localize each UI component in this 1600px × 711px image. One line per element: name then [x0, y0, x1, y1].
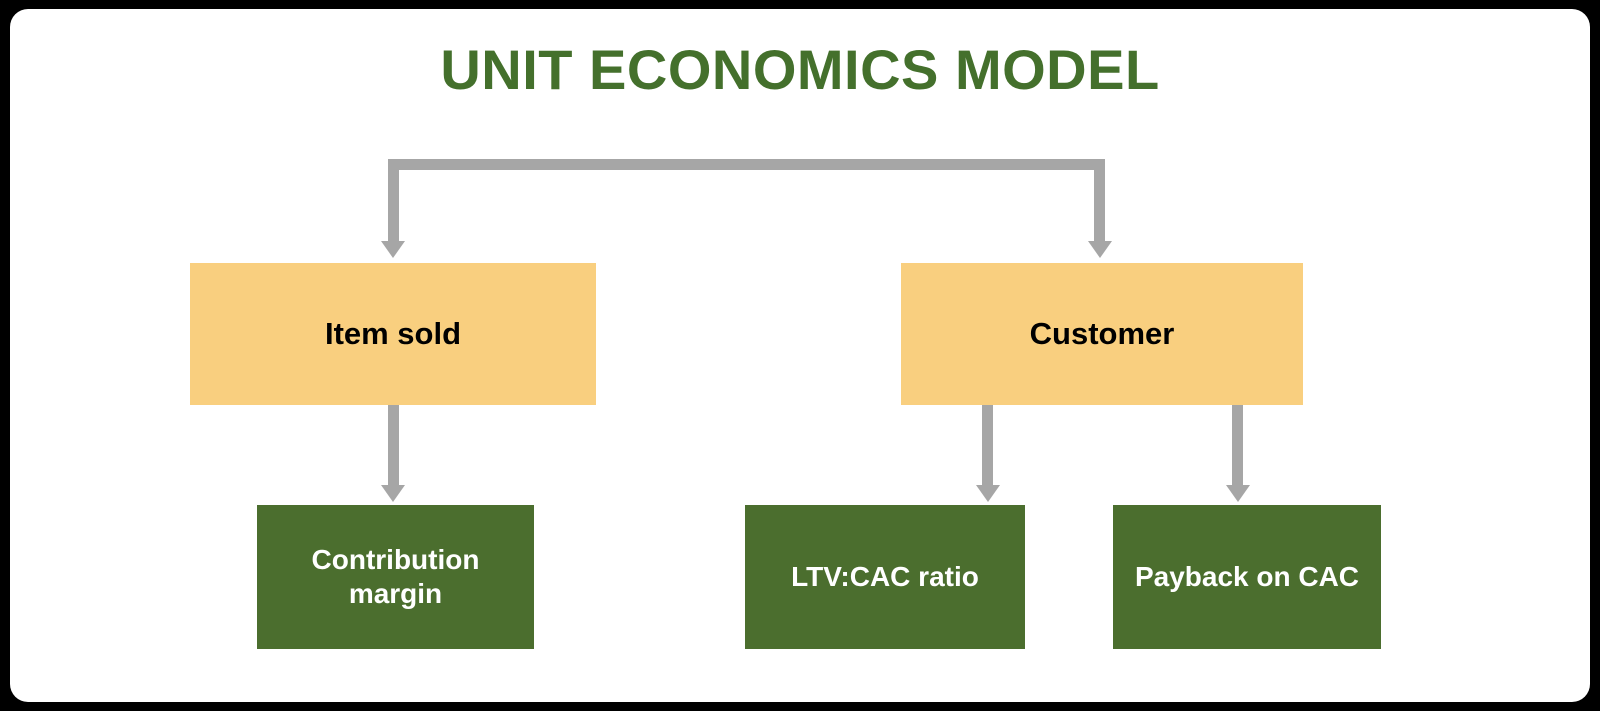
- connector-left-stem: [388, 159, 399, 245]
- arrowhead-down-icon: [381, 241, 405, 258]
- edge-item-sold-to-contribution: [381, 405, 405, 502]
- arrowhead-down-icon: [1226, 485, 1250, 502]
- connector-stem: [1232, 405, 1243, 489]
- arrowhead-down-icon: [976, 485, 1000, 502]
- node-item-sold[interactable]: Item sold: [190, 263, 596, 405]
- connector-horizontal-bar: [388, 159, 1105, 170]
- arrowhead-down-icon: [1088, 241, 1112, 258]
- diagram-card: UNIT ECONOMICS MODEL: [10, 9, 1590, 702]
- arrowhead-down-icon: [381, 485, 405, 502]
- node-payback-on-cac-label: Payback on CAC: [1134, 560, 1360, 592]
- node-customer-label: Customer: [1029, 316, 1175, 352]
- node-customer[interactable]: Customer: [901, 263, 1303, 405]
- page-title: UNIT ECONOMICS MODEL: [440, 38, 1160, 101]
- connector-stem: [982, 405, 993, 489]
- node-contribution-margin[interactable]: Contribution margin: [257, 505, 534, 649]
- node-ltv-cac-ratio-label: LTV:CAC ratio: [791, 560, 979, 592]
- node-payback-on-cac[interactable]: Payback on CAC: [1113, 505, 1381, 649]
- connector-stem: [388, 405, 399, 489]
- edge-customer-to-payback: [1226, 405, 1250, 502]
- connector-right-stem: [1094, 159, 1105, 245]
- edge-customer-to-ltvcac: [976, 405, 1000, 502]
- node-contribution-margin-label: Contribution margin: [311, 543, 480, 609]
- edge-root-to-level1: [381, 159, 1112, 258]
- node-ltv-cac-ratio[interactable]: LTV:CAC ratio: [745, 505, 1025, 649]
- node-item-sold-label: Item sold: [324, 316, 462, 352]
